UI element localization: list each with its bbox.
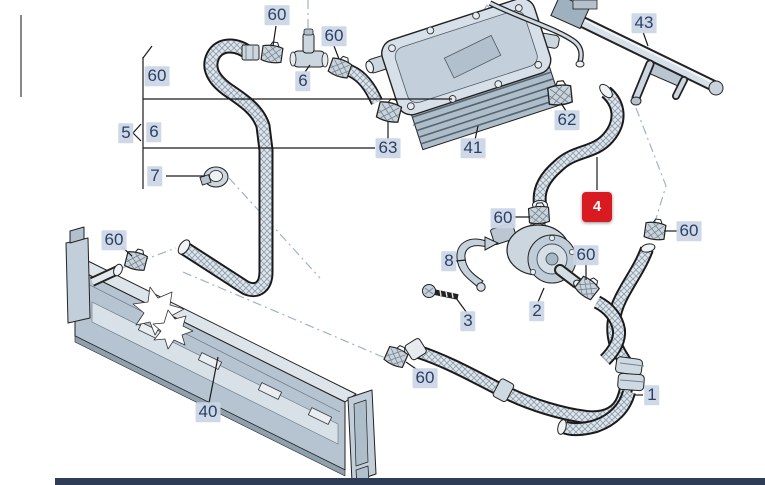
callout-4-highlighted[interactable]: 4	[582, 192, 612, 222]
leader-lines	[121, 25, 679, 404]
callout-8[interactable]: 8	[441, 251, 457, 271]
callout-6-bracket[interactable]: 6	[146, 122, 162, 142]
bolt-3-drawing	[422, 284, 459, 300]
callout-60-t-right[interactable]: 60	[321, 26, 347, 46]
callout-7[interactable]: 7	[147, 166, 163, 186]
callout-60-t-left[interactable]: 60	[264, 5, 290, 25]
callout-3[interactable]: 3	[460, 311, 476, 331]
callout-60-bracket[interactable]: 60	[144, 66, 170, 86]
callout-60-pump-inlet[interactable]: 60	[490, 208, 516, 228]
callout-2[interactable]: 2	[529, 301, 545, 321]
oil-cooler-41-drawing	[365, 0, 563, 151]
callout-60-hose1-top[interactable]: 60	[676, 221, 702, 241]
callout-6-tee[interactable]: 6	[295, 71, 311, 91]
callout-60-radiator[interactable]: 60	[101, 230, 127, 250]
retaining-clip-7-drawing	[199, 166, 229, 188]
aux-pump-2-drawing	[490, 218, 585, 291]
callout-1[interactable]: 1	[644, 385, 660, 405]
bracket-8-drawing	[456, 236, 500, 292]
callout-5[interactable]: 5	[118, 123, 134, 143]
callout-43[interactable]: 43	[631, 13, 657, 33]
callout-63[interactable]: 63	[375, 138, 401, 158]
callout-62[interactable]: 62	[554, 110, 580, 130]
callout-60-hose1-left[interactable]: 60	[412, 368, 438, 388]
callout-60-pump-outlet[interactable]: 60	[573, 245, 599, 265]
callout-40[interactable]: 40	[195, 402, 221, 422]
callout-41[interactable]: 41	[460, 138, 486, 158]
coolant-pipe-43-drawing	[488, 0, 724, 106]
hose-assembly-5-6-drawing	[176, 28, 404, 290]
frame-bottom-bar	[55, 478, 765, 485]
hose-1-drawing	[404, 243, 656, 436]
